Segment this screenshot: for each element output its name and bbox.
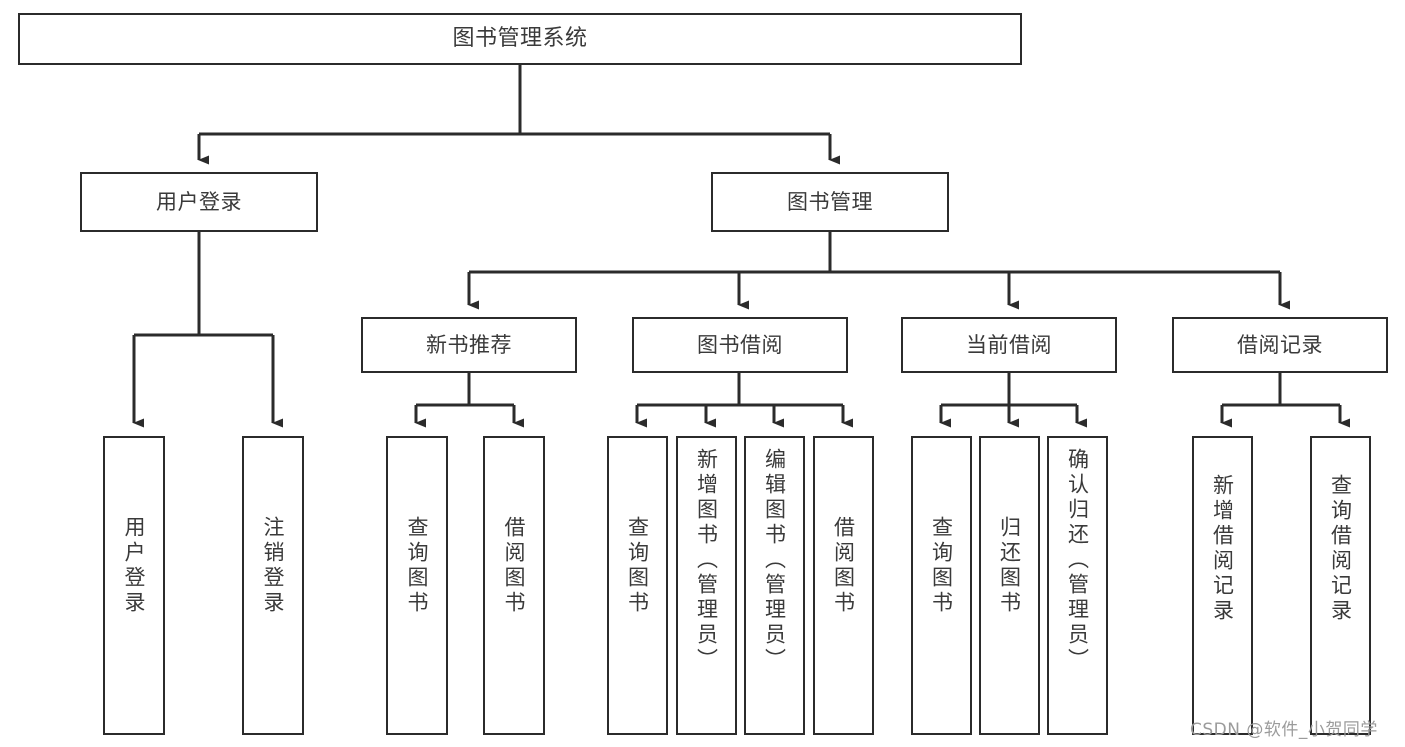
node-label: 新增借阅记录 xyxy=(1210,474,1235,624)
node-root-system[interactable]: 图书管理系统 xyxy=(18,13,1022,65)
watermark-text: CSDN @软件_小贺同学 xyxy=(1190,720,1378,740)
node-label: 图书借阅 xyxy=(697,332,783,357)
leaf-query-book-2[interactable]: 查询图书 xyxy=(607,436,668,735)
node-label: 归还图书 xyxy=(997,516,1022,616)
node-label: 新增图书（管理员） xyxy=(694,448,719,673)
node-label: 当前借阅 xyxy=(966,332,1052,357)
leaf-logout[interactable]: 注销登录 xyxy=(242,436,304,735)
node-label: 编辑图书（管理员） xyxy=(762,448,787,673)
leaf-add-book[interactable]: 新增图书（管理员） xyxy=(676,436,737,735)
node-label: 查询图书 xyxy=(625,516,650,616)
node-label: 图书管理系统 xyxy=(452,26,588,52)
node-label: 注销登录 xyxy=(261,516,286,616)
node-borrow-record[interactable]: 借阅记录 xyxy=(1172,317,1388,373)
node-book-borrow[interactable]: 图书借阅 xyxy=(632,317,848,373)
node-label: 查询图书 xyxy=(929,516,954,616)
node-user-login[interactable]: 用户登录 xyxy=(80,172,318,232)
node-label: 图书管理 xyxy=(787,189,873,214)
node-label: 查询借阅记录 xyxy=(1328,474,1353,624)
node-label: 借阅记录 xyxy=(1237,332,1323,357)
node-label: 用户登录 xyxy=(156,189,242,214)
node-label: 确认归还（管理员） xyxy=(1065,448,1090,673)
leaf-query-record[interactable]: 查询借阅记录 xyxy=(1310,436,1371,735)
leaf-return-book[interactable]: 归还图书 xyxy=(979,436,1040,735)
node-label: 新书推荐 xyxy=(426,332,512,357)
leaf-borrow-book-2[interactable]: 借阅图书 xyxy=(813,436,874,735)
leaf-edit-book[interactable]: 编辑图书（管理员） xyxy=(744,436,805,735)
node-label: 查询图书 xyxy=(405,516,430,616)
node-label: 借阅图书 xyxy=(831,516,856,616)
node-current-borrow[interactable]: 当前借阅 xyxy=(901,317,1117,373)
node-book-manage[interactable]: 图书管理 xyxy=(711,172,949,232)
leaf-user-login[interactable]: 用户登录 xyxy=(103,436,165,735)
node-label: 借阅图书 xyxy=(502,516,527,616)
leaf-query-book-3[interactable]: 查询图书 xyxy=(911,436,972,735)
leaf-query-book-1[interactable]: 查询图书 xyxy=(386,436,448,735)
leaf-confirm-return[interactable]: 确认归还（管理员） xyxy=(1047,436,1108,735)
leaf-borrow-book-1[interactable]: 借阅图书 xyxy=(483,436,545,735)
node-label: 用户登录 xyxy=(122,516,147,616)
node-new-book-recommend[interactable]: 新书推荐 xyxy=(361,317,577,373)
leaf-add-record[interactable]: 新增借阅记录 xyxy=(1192,436,1253,735)
